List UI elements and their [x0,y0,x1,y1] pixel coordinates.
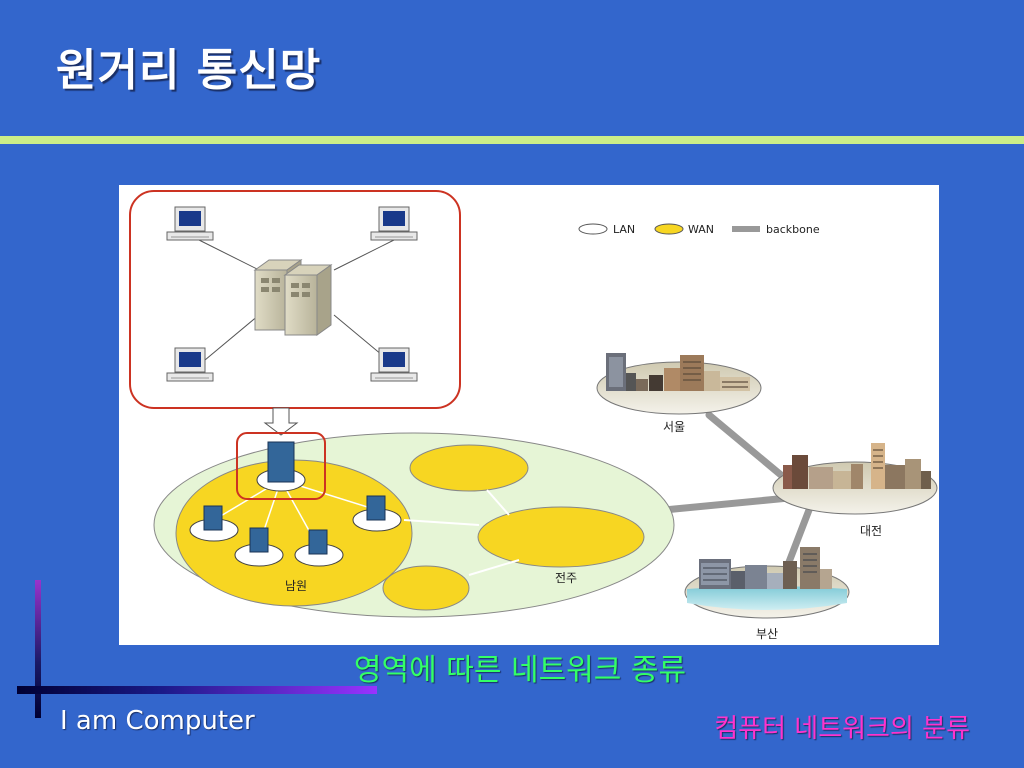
desktop-terminal-icon [166,347,214,382]
down-arrow-icon [263,407,299,436]
footer-right-text: 컴퓨터 네트워크의 분류 [714,714,970,744]
city-skyline-icon [783,443,931,489]
title-divider [0,136,1024,144]
network-node-icon [267,441,295,483]
legend-wan-label: WAN [688,223,714,236]
legend: LAN WAN backbone [578,223,820,236]
wan-diagram: LAN WAN backbone [119,185,939,645]
region-label-jeonju: 전주 [555,571,577,585]
legend-lan-label: LAN [613,223,635,236]
footer-left-text: I am Computer [60,706,255,736]
city-water [687,586,847,610]
wan-area [382,565,470,611]
wan-area [409,444,529,492]
desktop-terminal-icon [166,206,214,241]
network-node-icon [249,527,269,553]
network-node-icon [366,495,386,521]
city-label-seoul: 서울 [663,420,685,434]
city-seoul: 서울 [596,353,762,434]
network-node-icon [308,529,328,555]
city-busan: 부산 [684,547,850,641]
decorative-horizontal-bar [17,686,377,694]
network-node-icon [203,505,223,531]
decorative-vertical-bar [35,580,41,718]
legend-wan-swatch [654,223,684,235]
lan-highlight-box [129,190,461,409]
slide-title: 원거리 통신망 [56,45,322,96]
legend-lan-swatch [578,223,608,235]
city-label-daejeon: 대전 [860,524,882,538]
server-cabinet-icon [253,259,333,336]
wan-links [403,489,520,576]
city-label-busan: 부산 [756,627,778,641]
jeonju-wan [477,506,645,568]
node-highlight-box [236,432,326,500]
region-label-namwon: 남원 [285,579,307,593]
lan-detail [129,190,461,409]
city-daejeon: 대전 [772,443,938,538]
legend-backbone-label: backbone [766,223,820,236]
legend-backbone-swatch [732,226,760,232]
diagram-caption: 영역에 따른 네트워크 종류 [353,653,687,688]
city-skyline-icon [606,353,750,391]
desktop-terminal-icon [370,347,418,382]
city-skyline-icon [699,547,832,589]
desktop-terminal-icon [370,206,418,241]
